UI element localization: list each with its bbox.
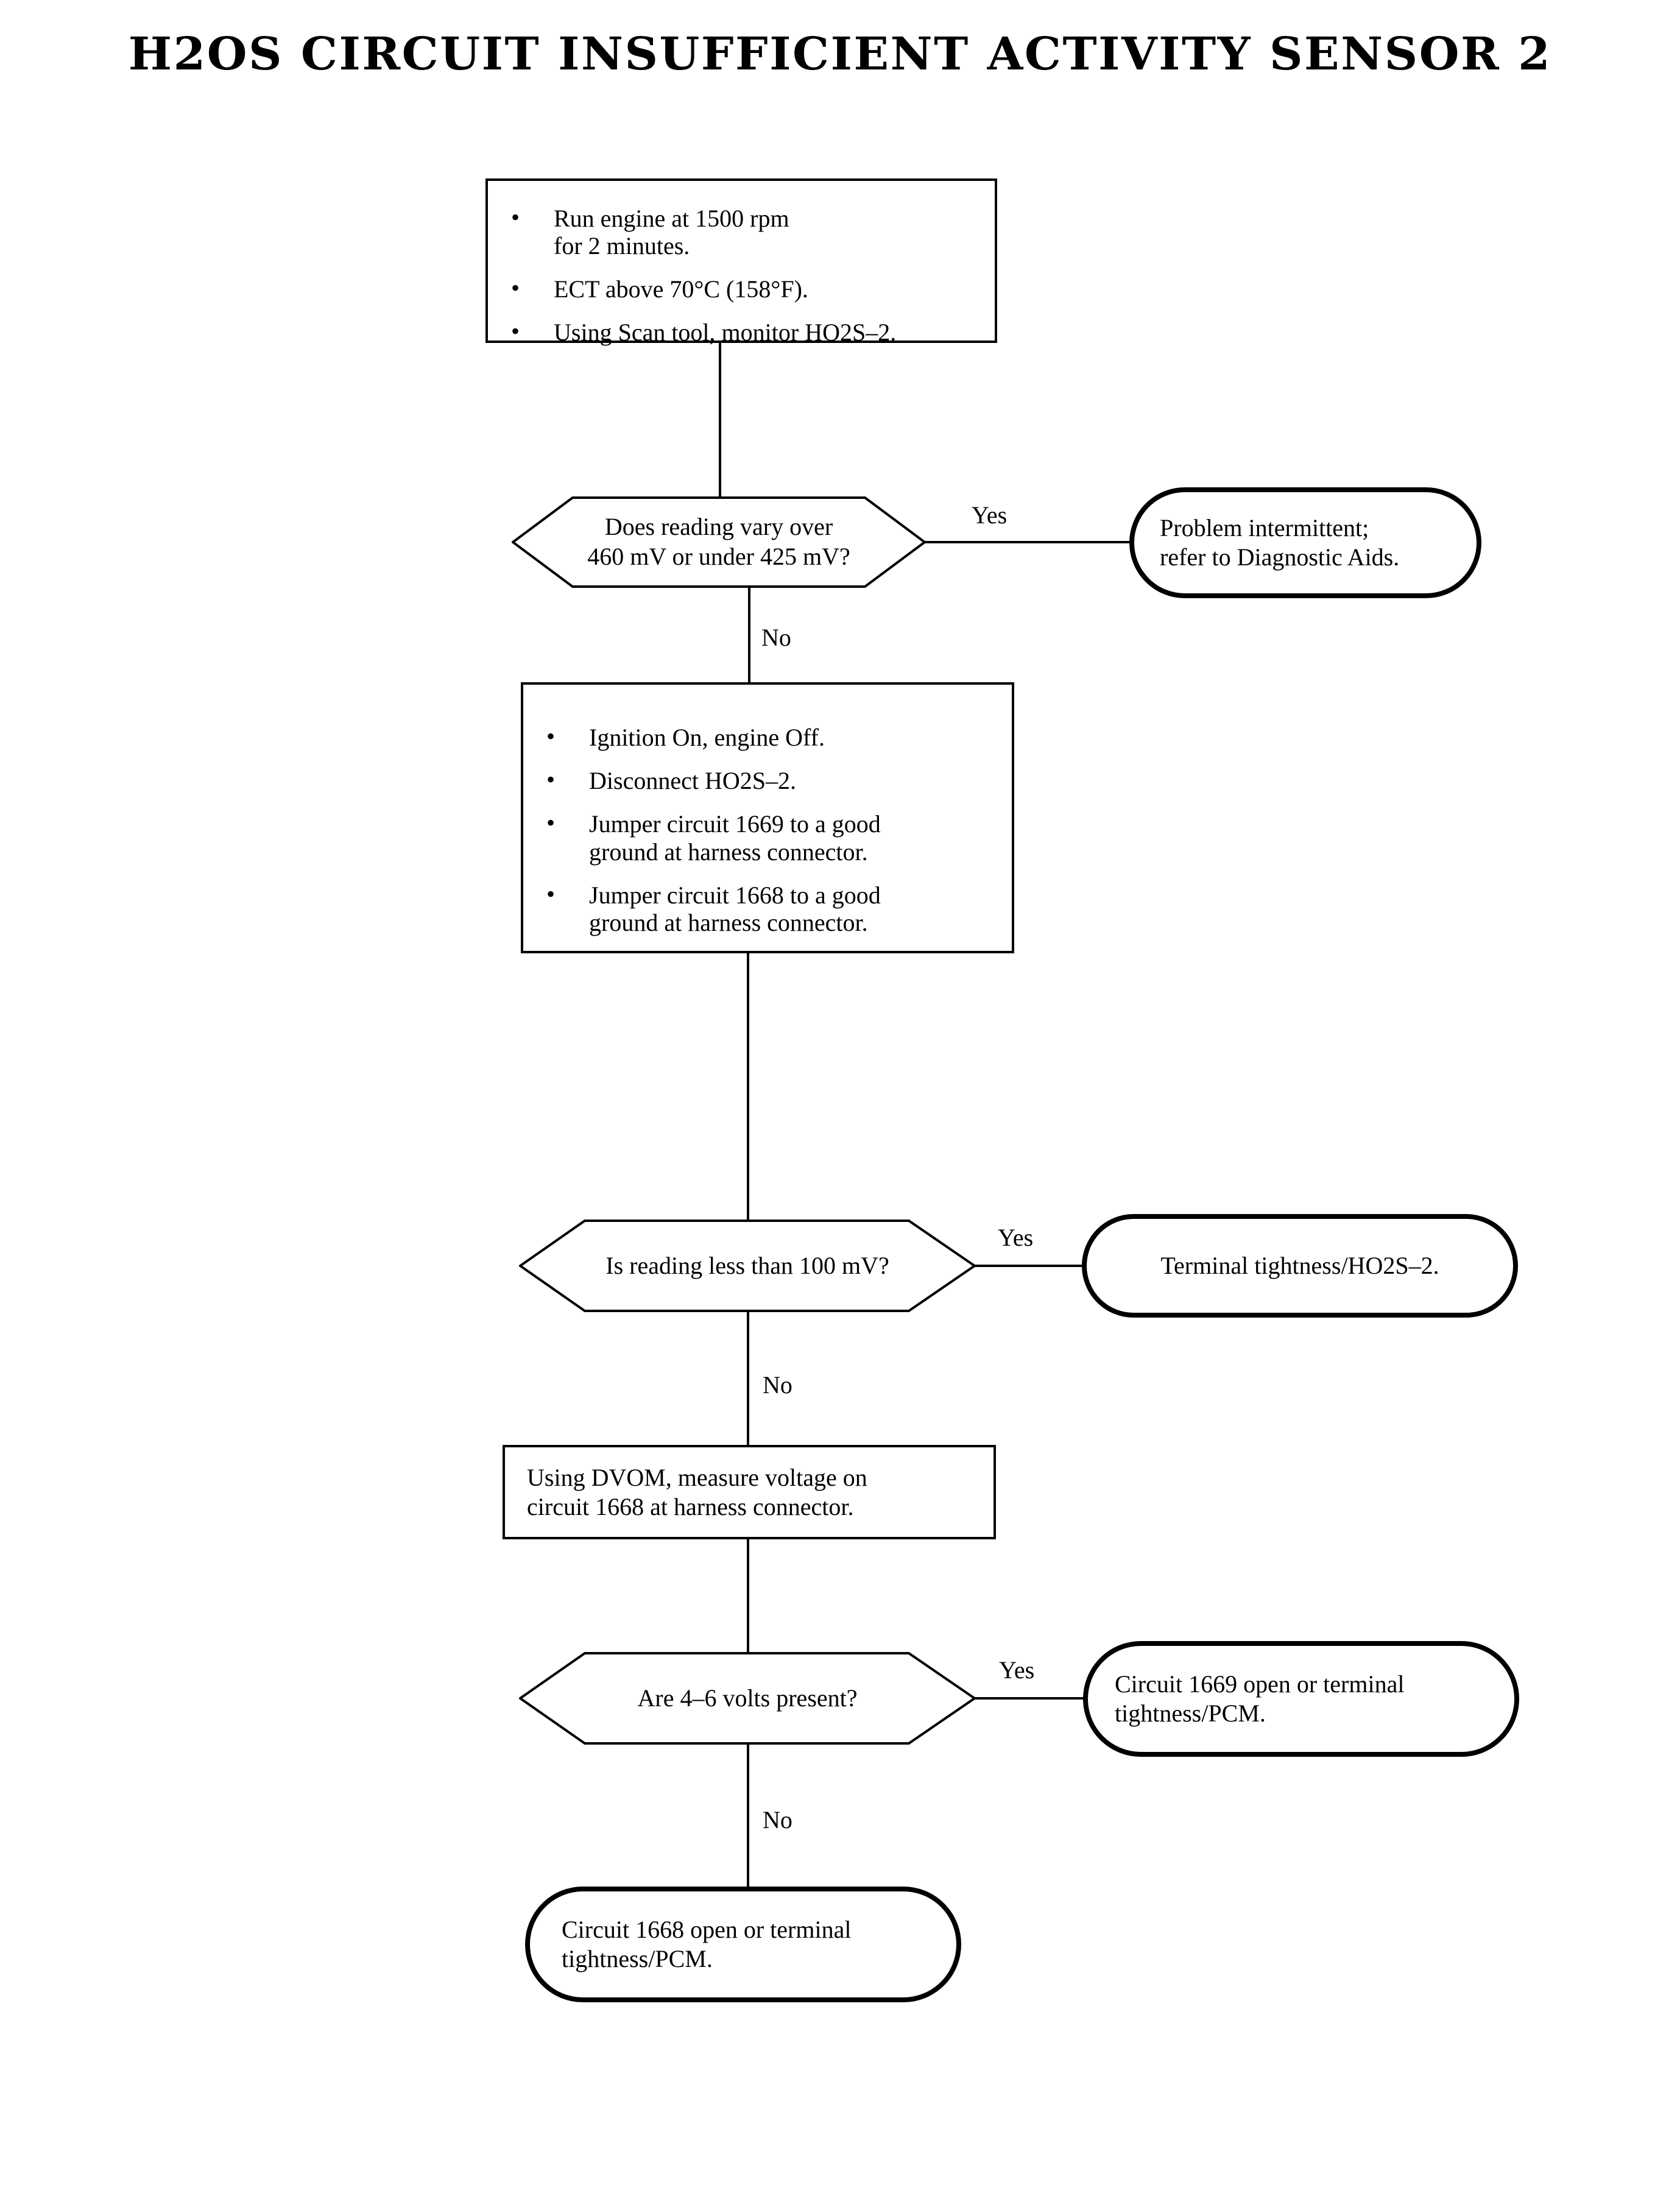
terminal-node-2: Terminal tightness/HO2S–2. [1082,1214,1518,1318]
decision-node-3: Are 4–6 volts present? [519,1652,976,1745]
connector-step1-to-decision1 [719,343,721,496]
terminal-node-4: Circuit 1668 open or terminal tightness/… [525,1887,961,2002]
step-1-bullet-2-text: ECT above 70°C (158°F). [554,275,808,303]
terminal-node-1: Problem intermittent; refer to Diagnosti… [1129,487,1481,598]
edge-label-yes-3: Yes [999,1656,1035,1684]
step-3-line-2: circuit 1668 at harness connector. [527,1492,854,1520]
step-2-bullet-3: Jumper circuit 1669 to a good ground at … [523,809,1012,866]
page-title: H2OS CIRCUIT INSUFFICIENT ACTIVITY SENSO… [128,28,1552,80]
terminal-3-line-1: Circuit 1669 open or terminal [1115,1670,1405,1698]
connector-step2-to-decision2 [747,953,749,1227]
step-2-bullet-2-text: Disconnect HO2S–2. [589,767,796,795]
edge-label-yes-1: Yes [972,501,1008,529]
step-3-line-1: Using DVOM, measure voltage on [527,1464,867,1492]
edge-label-no-1: No [761,624,791,651]
step-1-bullet-2: ECT above 70°C (158°F). [488,274,995,303]
step-2-bullet-1: Ignition On, engine Off. [523,722,1012,751]
process-box-step-3: Using DVOM, measure voltage on circuit 1… [503,1445,996,1539]
connector-decision1-no [748,587,750,683]
process-box-step-2: Ignition On, engine Off. Disconnect HO2S… [521,682,1014,953]
step-2-bullet-1-text: Ignition On, engine Off. [589,723,825,751]
edge-label-yes-2: Yes [998,1224,1034,1251]
connector-step3-to-decision3 [747,1539,749,1655]
step-2-bullet-list: Ignition On, engine Off. Disconnect HO2S… [523,722,1012,936]
terminal-1-line-2: refer to Diagnostic Aids. [1160,543,1400,571]
decision-3-line-1: Are 4–6 volts present? [637,1684,858,1712]
connector-decision2-no [747,1311,749,1446]
decision-1-line-1: Does reading vary over [604,513,833,541]
decision-2-line-1: Is reading less than 100 mV? [605,1251,889,1279]
decision-2-hexagon-outline [519,1220,976,1312]
decision-node-1: Does reading vary over 460 mV or under 4… [512,496,926,588]
connector-decision3-yes [975,1697,1085,1700]
terminal-node-3: Circuit 1669 open or terminal tightness/… [1083,1641,1519,1757]
connector-decision3-no [747,1743,749,1887]
edge-label-no-3: No [763,1806,792,1834]
step-2-bullet-4-text: Jumper circuit 1668 to a good ground at … [589,881,881,936]
terminal-1-line-1: Problem intermittent; [1160,514,1369,542]
edge-label-no-2: No [763,1371,792,1399]
step-2-bullet-3-text: Jumper circuit 1669 to a good ground at … [589,810,881,866]
terminal-4-line-2: tightness/PCM. [562,1945,713,1972]
connector-decision2-yes [975,1265,1084,1267]
step-1-bullet-3-text: Using Scan tool, monitor HO2S–2. [554,319,897,347]
terminal-3-line-2: tightness/PCM. [1115,1700,1266,1727]
step-2-bullet-2: Disconnect HO2S–2. [523,766,1012,795]
step-2-bullet-4: Jumper circuit 1668 to a good ground at … [523,880,1012,936]
terminal-4-line-1: Circuit 1668 open or terminal [562,1916,852,1943]
connector-decision1-yes [925,541,1132,543]
decision-1-line-2: 460 mV or under 425 mV? [587,543,850,570]
decision-1-hexagon-outline [512,496,926,588]
step-1-bullet-3: Using Scan tool, monitor HO2S–2. [488,317,995,347]
terminal-2-line-1: Terminal tightness/HO2S–2. [1160,1252,1439,1279]
decision-node-2: Is reading less than 100 mV? [519,1220,976,1312]
decision-3-hexagon-outline [519,1652,976,1745]
